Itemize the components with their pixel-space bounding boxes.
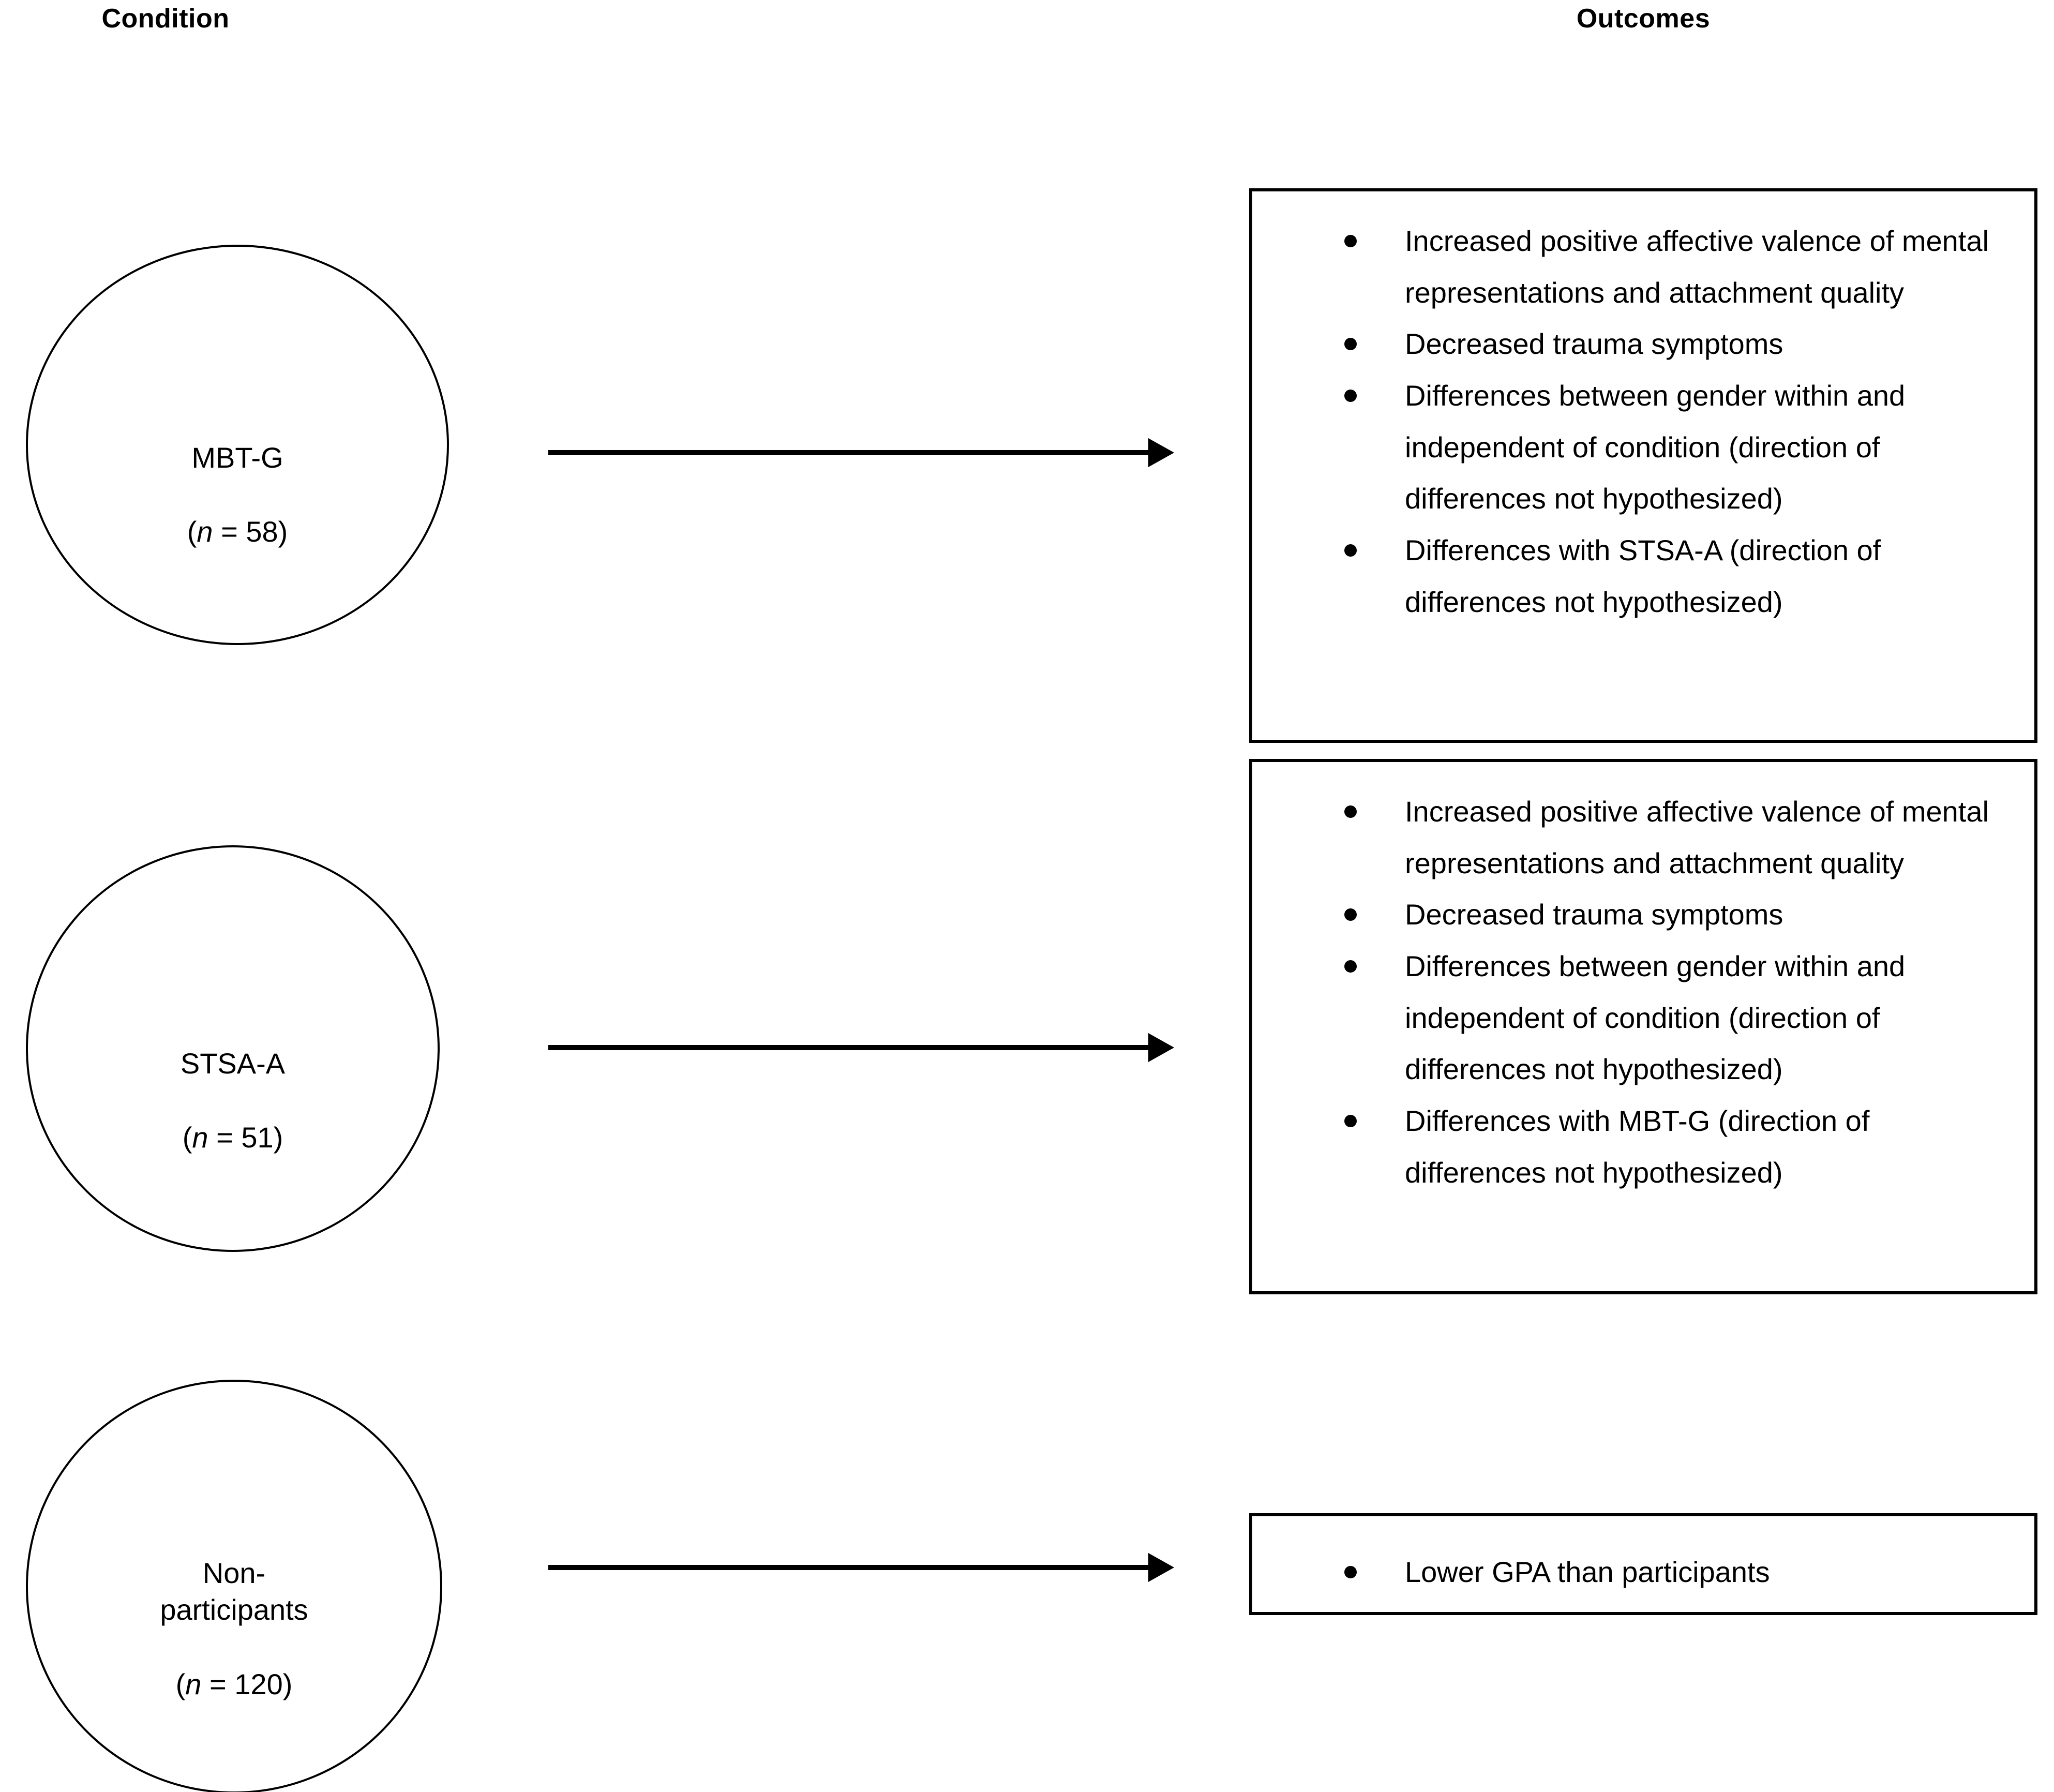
arrow-non-participants-to-outcomes <box>548 1552 1174 1583</box>
condition-node-stsa-a: STSA-A (n = 51) <box>26 845 440 1252</box>
list-item-text: Increased positive affective valence of … <box>1405 225 1989 309</box>
condition-label-non-participants: Non- participants (n = 120) <box>28 1517 440 1740</box>
condition-n-mbt-g: (n = 58) <box>187 515 288 548</box>
bullet-icon <box>1344 235 1357 247</box>
list-item-text: Increased positive affective valence of … <box>1405 795 1989 879</box>
list-item-text: Differences with STSA-A (direction of di… <box>1405 534 1881 618</box>
column-header-outcomes: Outcomes <box>1576 4 1711 34</box>
condition-name-mbt-g: MBT-G <box>191 441 283 474</box>
list-item: Differences between gender within and in… <box>1252 370 2014 525</box>
bullet-icon <box>1344 960 1357 973</box>
list-item-text: Lower GPA than participants <box>1405 1556 1770 1588</box>
outcome-box-mbt-g: Increased positive affective valence of … <box>1249 188 2037 743</box>
list-item: Lower GPA than participants <box>1252 1546 2014 1598</box>
outcome-box-non-participants: Lower GPA than participants <box>1249 1513 2037 1615</box>
arrow-stsa-a-to-outcomes <box>548 1032 1174 1063</box>
list-item: Increased positive affective valence of … <box>1252 786 2014 889</box>
outcome-list-non-participants: Lower GPA than participants <box>1252 1516 2034 1598</box>
arrow-mbt-g-to-outcomes <box>548 437 1174 468</box>
condition-node-mbt-g: MBT-G (n = 58) <box>26 245 449 645</box>
list-item: Decreased trauma symptoms <box>1252 318 2014 370</box>
outcome-box-stsa-a: Increased positive affective valence of … <box>1249 759 2037 1294</box>
column-header-condition: Condition <box>101 4 230 34</box>
condition-label-stsa-a: STSA-A (n = 51) <box>28 1008 438 1193</box>
condition-name-stsa-a: STSA-A <box>180 1047 286 1080</box>
list-item: Decreased trauma symptoms <box>1252 889 2014 940</box>
condition-node-non-participants: Non- participants (n = 120) <box>26 1380 442 1792</box>
list-item-text: Differences with MBT-G (direction of dif… <box>1405 1104 1870 1189</box>
bullet-icon <box>1344 544 1357 557</box>
list-item: Differences with MBT-G (direction of dif… <box>1252 1095 2014 1198</box>
n-symbol: n <box>197 515 213 548</box>
bullet-icon <box>1344 338 1357 351</box>
outcome-list-stsa-a: Increased positive affective valence of … <box>1252 762 2034 1198</box>
bullet-icon <box>1344 908 1357 921</box>
condition-label-mbt-g: MBT-G (n = 58) <box>28 402 447 587</box>
condition-name-non-participants: Non- participants <box>160 1556 308 1626</box>
bullet-icon <box>1344 390 1357 402</box>
bullet-icon <box>1344 1566 1357 1578</box>
list-item-text: Decreased trauma symptoms <box>1405 327 1783 361</box>
outcome-list-mbt-g: Increased positive affective valence of … <box>1252 191 2034 628</box>
list-item: Increased positive affective valence of … <box>1252 215 2014 318</box>
n-symbol: n <box>192 1121 208 1154</box>
list-item: Differences between gender within and in… <box>1252 940 2014 1095</box>
n-symbol: n <box>185 1667 202 1700</box>
condition-n-non-participants: (n = 120) <box>175 1667 293 1700</box>
list-item-text: Differences between gender within and in… <box>1405 950 1906 1086</box>
condition-n-stsa-a: (n = 51) <box>182 1121 283 1154</box>
bullet-icon <box>1344 805 1357 818</box>
list-item: Differences with STSA-A (direction of di… <box>1252 525 2014 628</box>
list-item-text: Differences between gender within and in… <box>1405 379 1906 515</box>
list-item-text: Decreased trauma symptoms <box>1405 898 1783 931</box>
bullet-icon <box>1344 1115 1357 1128</box>
